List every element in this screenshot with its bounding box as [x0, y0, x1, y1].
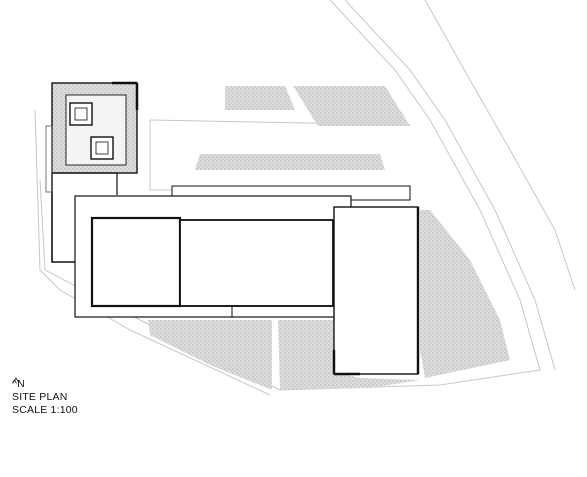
parking-strip-middle: [195, 154, 385, 170]
courtyard-block: [51, 81, 139, 174]
north-arrow-icon: [12, 377, 20, 384]
plan-title: SITE PLAN: [12, 391, 68, 403]
garden-lower-mid: [278, 320, 420, 390]
parking-strip-left: [225, 86, 295, 110]
garden-lower-left: [148, 320, 272, 390]
plan-caption: ^N SITE PLAN SCALE 1:100: [12, 378, 78, 417]
inner-volumes: [90, 216, 334, 308]
landscape-areas: [148, 86, 510, 390]
garden-right: [420, 210, 510, 378]
planter-box-1: [69, 102, 93, 126]
volume-right: [179, 219, 334, 307]
volume-left: [90, 216, 182, 308]
parking-strip-right: [293, 86, 410, 126]
scale-label: SCALE 1:100: [12, 404, 78, 416]
east-wing: [332, 206, 420, 376]
north-label: ^N: [12, 378, 25, 390]
planter-box-2: [90, 136, 114, 160]
west-wing: [45, 125, 118, 263]
